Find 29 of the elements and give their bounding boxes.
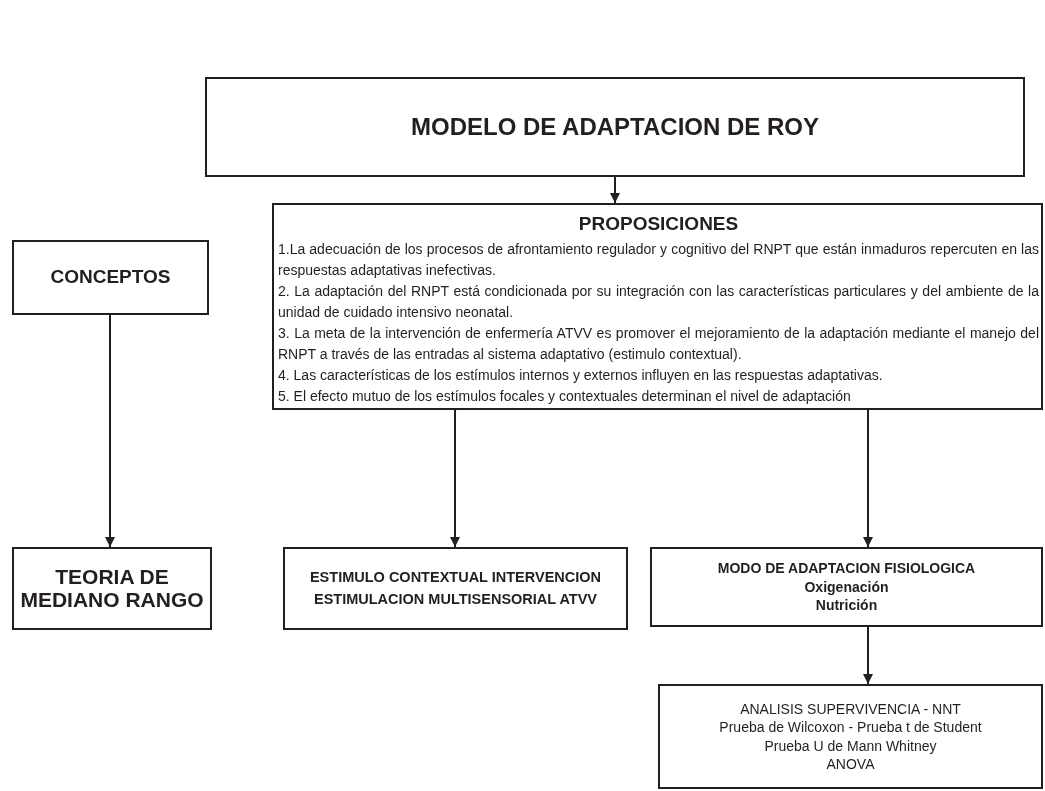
box-text: Prueba U de Mann Whitney xyxy=(764,736,937,755)
analysis-box xyxy=(658,684,1043,789)
proposition-text: 3. La meta de la intervención de enfermería ATVV es promover el mejoramiento de la adaptación mediante el manejo del RNPT a través de las entradas al sistema adaptativo (estimulo contextual). xyxy=(278,324,1039,364)
heading: MODO DE ADAPTACION FISIOLOGICA xyxy=(717,558,976,578)
heading: PROPOSICIONES xyxy=(577,213,740,235)
box-text: Nutrición xyxy=(815,596,878,616)
heading: MODELO DE ADAPTACION DE ROY xyxy=(411,112,819,142)
proposition-text: 4. Las características de los estímulos internos y externos influyen en las respuestas adaptativas. xyxy=(278,366,884,385)
box-text: CONCEPTOS xyxy=(50,266,171,289)
box-text: ANALISIS SUPERVIVENCIA - NNT xyxy=(740,700,961,719)
stimulus-box xyxy=(283,547,628,630)
arrow xyxy=(863,626,873,685)
arrow xyxy=(863,409,873,548)
adaptation-mode-box xyxy=(650,547,1043,627)
proposition-text: 1.La adecuación de los procesos de afrontamiento regulador y cognitivo del RNPT que están inmaduros repercuten en las respuestas adaptativas inefectivas. xyxy=(278,240,1039,280)
arrow xyxy=(105,314,115,548)
box-text: ANOVA xyxy=(826,754,875,773)
box-text: Prueba de Wilcoxon - Prueba t de Student xyxy=(719,718,982,737)
box-text: Oxigenación xyxy=(804,577,889,597)
arrow xyxy=(610,176,620,204)
theory-box xyxy=(12,547,212,630)
proposition-box xyxy=(272,203,1043,410)
title-box xyxy=(205,77,1025,177)
box-text: TEORIA DE MEDIANO RANGO xyxy=(19,566,205,611)
box-text: ESTIMULO CONTEXTUAL INTERVENCION ESTIMULACION MULTISENSORIAL ATVV xyxy=(308,568,603,609)
concept-box xyxy=(12,240,209,315)
arrow xyxy=(450,409,460,548)
proposition-text: 2. La adaptación del RNPT está condicionada por su integración con las características particulares y del ambiente de la unidad de cuidado intensivo neonatal. xyxy=(278,282,1039,322)
proposition-text: 5. El efecto mutuo de los estímulos focales y contextuales determinan el nivel de adaptación xyxy=(278,387,852,406)
